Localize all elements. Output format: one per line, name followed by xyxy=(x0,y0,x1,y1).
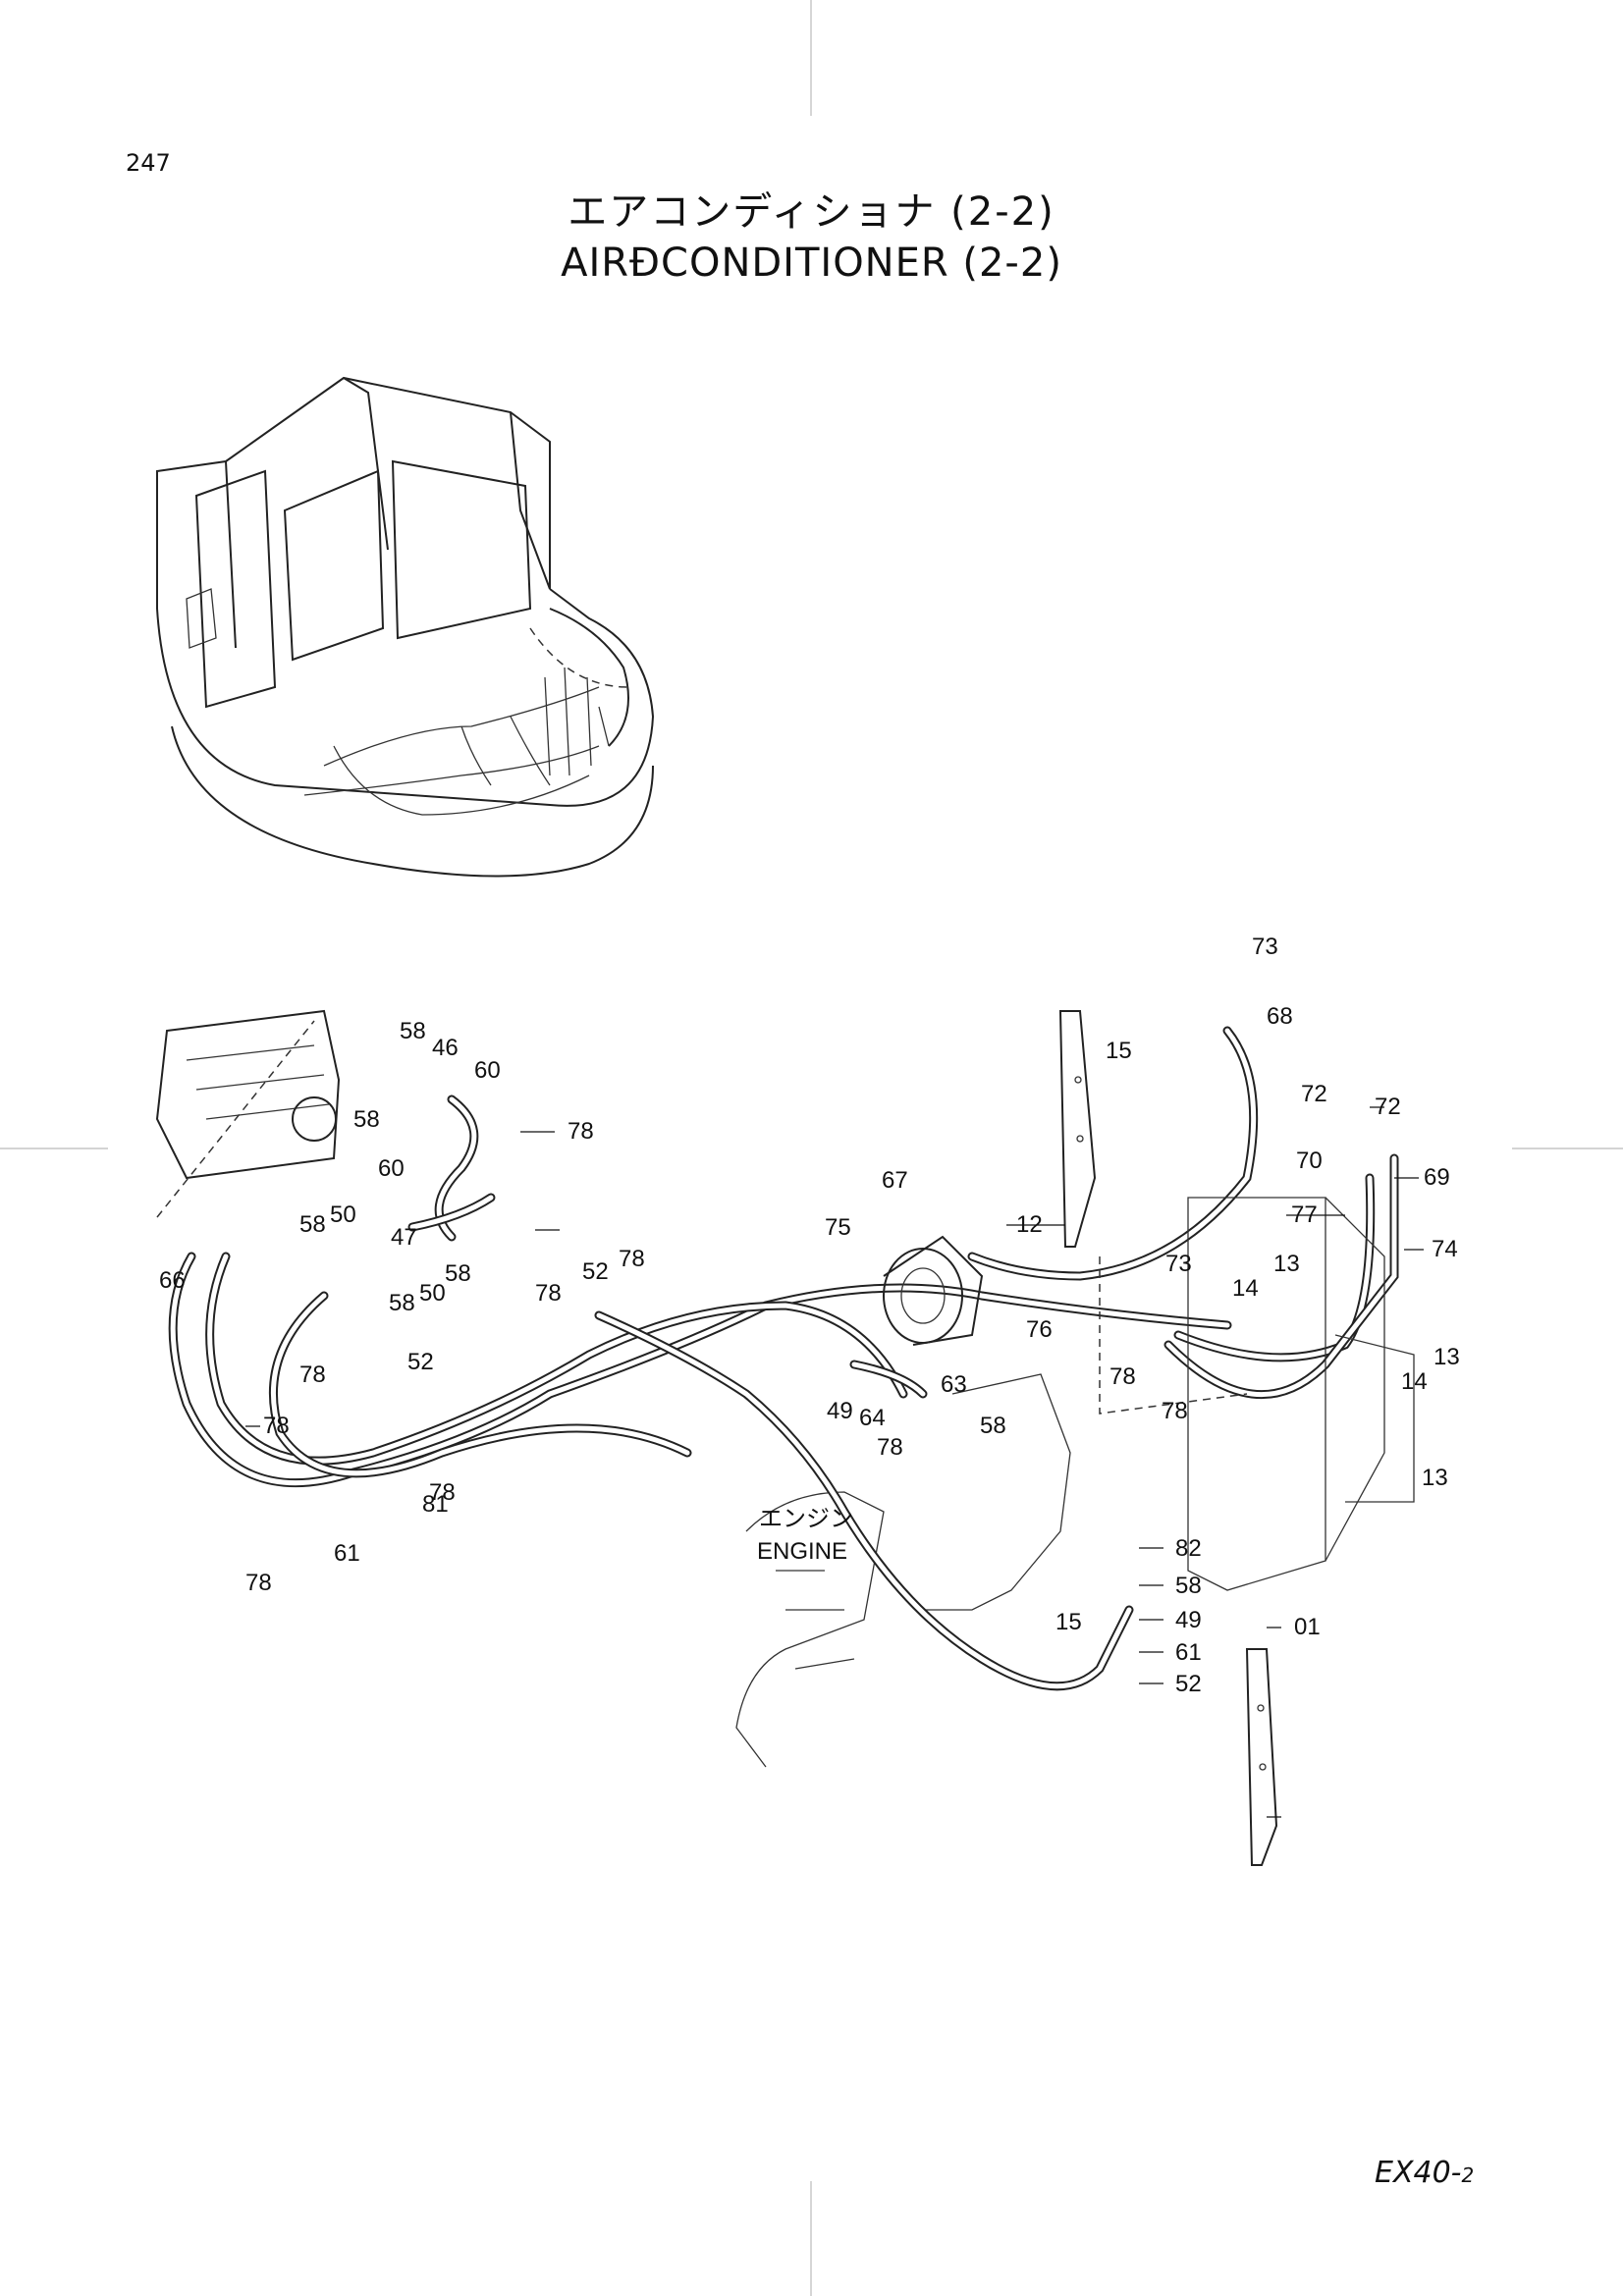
callout: 58 xyxy=(353,1106,380,1133)
callout: 14 xyxy=(1401,1368,1428,1395)
callout: 75 xyxy=(825,1214,851,1241)
callout: 63 xyxy=(941,1371,967,1398)
callout: 69 xyxy=(1424,1164,1450,1191)
brackets xyxy=(156,1010,1415,1866)
callout: 46 xyxy=(432,1035,459,1061)
engine-block-illustration xyxy=(155,1009,1071,1768)
callout: 58 xyxy=(1175,1573,1202,1599)
callout: 52 xyxy=(407,1349,434,1375)
callout: 78 xyxy=(1109,1363,1136,1390)
callout: 78 xyxy=(263,1413,290,1439)
callout: 58 xyxy=(400,1018,426,1044)
model-designation: EX40-2 xyxy=(1375,2156,1475,2190)
callout-labels: 58 46 60 78 58 60 67 75 12 15 73 68 72 7… xyxy=(159,934,1460,1818)
callout: 52 xyxy=(582,1258,609,1285)
callout: 01 xyxy=(1294,1614,1321,1640)
callout: 73 xyxy=(1165,1251,1192,1277)
callout: 66 xyxy=(159,1267,186,1294)
callout: 49 xyxy=(1175,1607,1202,1633)
callout: 78 xyxy=(568,1118,594,1145)
compressor-illustration xyxy=(883,1235,984,1346)
engine-label-english: ENGINE xyxy=(757,1538,847,1565)
callout: 78 xyxy=(877,1434,903,1461)
callout: 61 xyxy=(1175,1639,1202,1666)
callout: 61 xyxy=(334,1540,360,1567)
callout: 49 xyxy=(827,1398,853,1424)
callout: 78 xyxy=(429,1479,456,1506)
title-japanese: エアコンディショナ (2-2) xyxy=(568,189,1055,235)
callout: 78 xyxy=(619,1246,645,1272)
callout: 15 xyxy=(1055,1609,1082,1635)
callout: 14 xyxy=(1232,1275,1259,1302)
callout: 13 xyxy=(1273,1251,1300,1277)
callout: 52 xyxy=(1175,1671,1202,1697)
engine-label-japanese: エンジン xyxy=(759,1506,853,1532)
callout: 78 xyxy=(245,1570,272,1596)
callout: 70 xyxy=(1296,1148,1323,1174)
callout: 72 xyxy=(1301,1081,1327,1107)
model-suffix: 2 xyxy=(1461,2163,1475,2187)
refrigerant-hoses xyxy=(168,1026,1399,1691)
callout: 58 xyxy=(389,1290,415,1316)
callout: 74 xyxy=(1432,1236,1458,1262)
callout: 67 xyxy=(882,1167,908,1194)
callout: 58 xyxy=(980,1413,1006,1439)
callout: 13 xyxy=(1434,1344,1460,1370)
title-english: AIRĐCONDITIONER (2-2) xyxy=(561,240,1062,286)
callout: 60 xyxy=(474,1057,501,1084)
callout: 68 xyxy=(1267,1003,1293,1030)
callout: 78 xyxy=(1162,1398,1188,1424)
callout: 15 xyxy=(1106,1038,1132,1064)
callout: 58 xyxy=(445,1260,471,1287)
callout: 78 xyxy=(299,1362,326,1388)
callout: 76 xyxy=(1026,1316,1053,1343)
callout: 50 xyxy=(330,1201,356,1228)
title-block: エアコンディショナ (2-2) AIRĐCONDITIONER (2-2) xyxy=(0,187,1623,289)
callout: 60 xyxy=(378,1155,405,1182)
callout: 73 xyxy=(1252,934,1278,960)
excavator-overview-illustration xyxy=(156,376,655,878)
callout: 78 xyxy=(535,1280,562,1307)
callout: 64 xyxy=(859,1405,886,1431)
callout: 58 xyxy=(299,1211,326,1238)
callout: 82 xyxy=(1175,1535,1202,1562)
callout: 81 xyxy=(422,1491,449,1518)
callout: 47 xyxy=(391,1224,417,1251)
page-number: 247 xyxy=(126,149,171,177)
callout: 50 xyxy=(419,1280,446,1307)
callout: 13 xyxy=(1422,1465,1448,1491)
